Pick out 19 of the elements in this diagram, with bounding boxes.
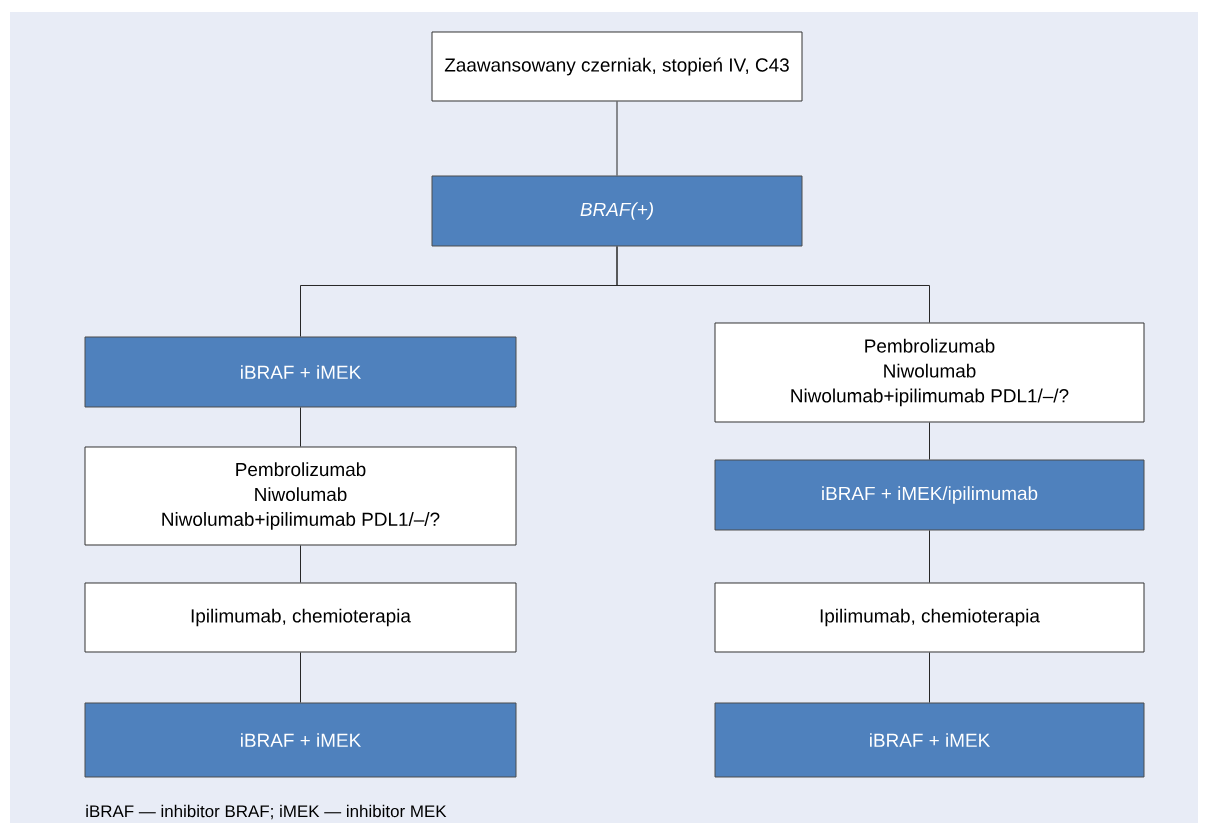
process-box: Ipilimumab, chemioterapia [714,582,1145,653]
connector-line [300,545,301,583]
connector-line [616,246,930,323]
process-box: Pembrolizumab Niwolumab Niwolumab+ipilimumab PDL1/–/? [84,446,517,546]
connector-line [929,652,930,703]
footnote: iBRAF — inhibitor BRAF; iMEK — inhibitor MEK [86,804,447,820]
connector-line [616,101,618,176]
connector-line [300,407,301,447]
process-box: BRAF(+) [431,175,803,247]
connector-line [300,652,301,703]
process-box: Pembrolizumab Niwolumab Niwolumab+ipilimumab PDL1/–/? [714,322,1145,423]
connector-line [929,422,930,460]
process-box: iBRAF + iMEK/ipilimumab [714,459,1145,531]
process-box: Zaawansowany czerniak, stopień IV, C43 [431,31,803,102]
process-box: iBRAF + iMEK [84,336,517,408]
process-box: iBRAF + iMEK [84,702,517,778]
connector-line [929,530,930,583]
process-box: iBRAF + iMEK [714,702,1145,778]
process-box: Ipilimumab, chemioterapia [84,582,517,653]
